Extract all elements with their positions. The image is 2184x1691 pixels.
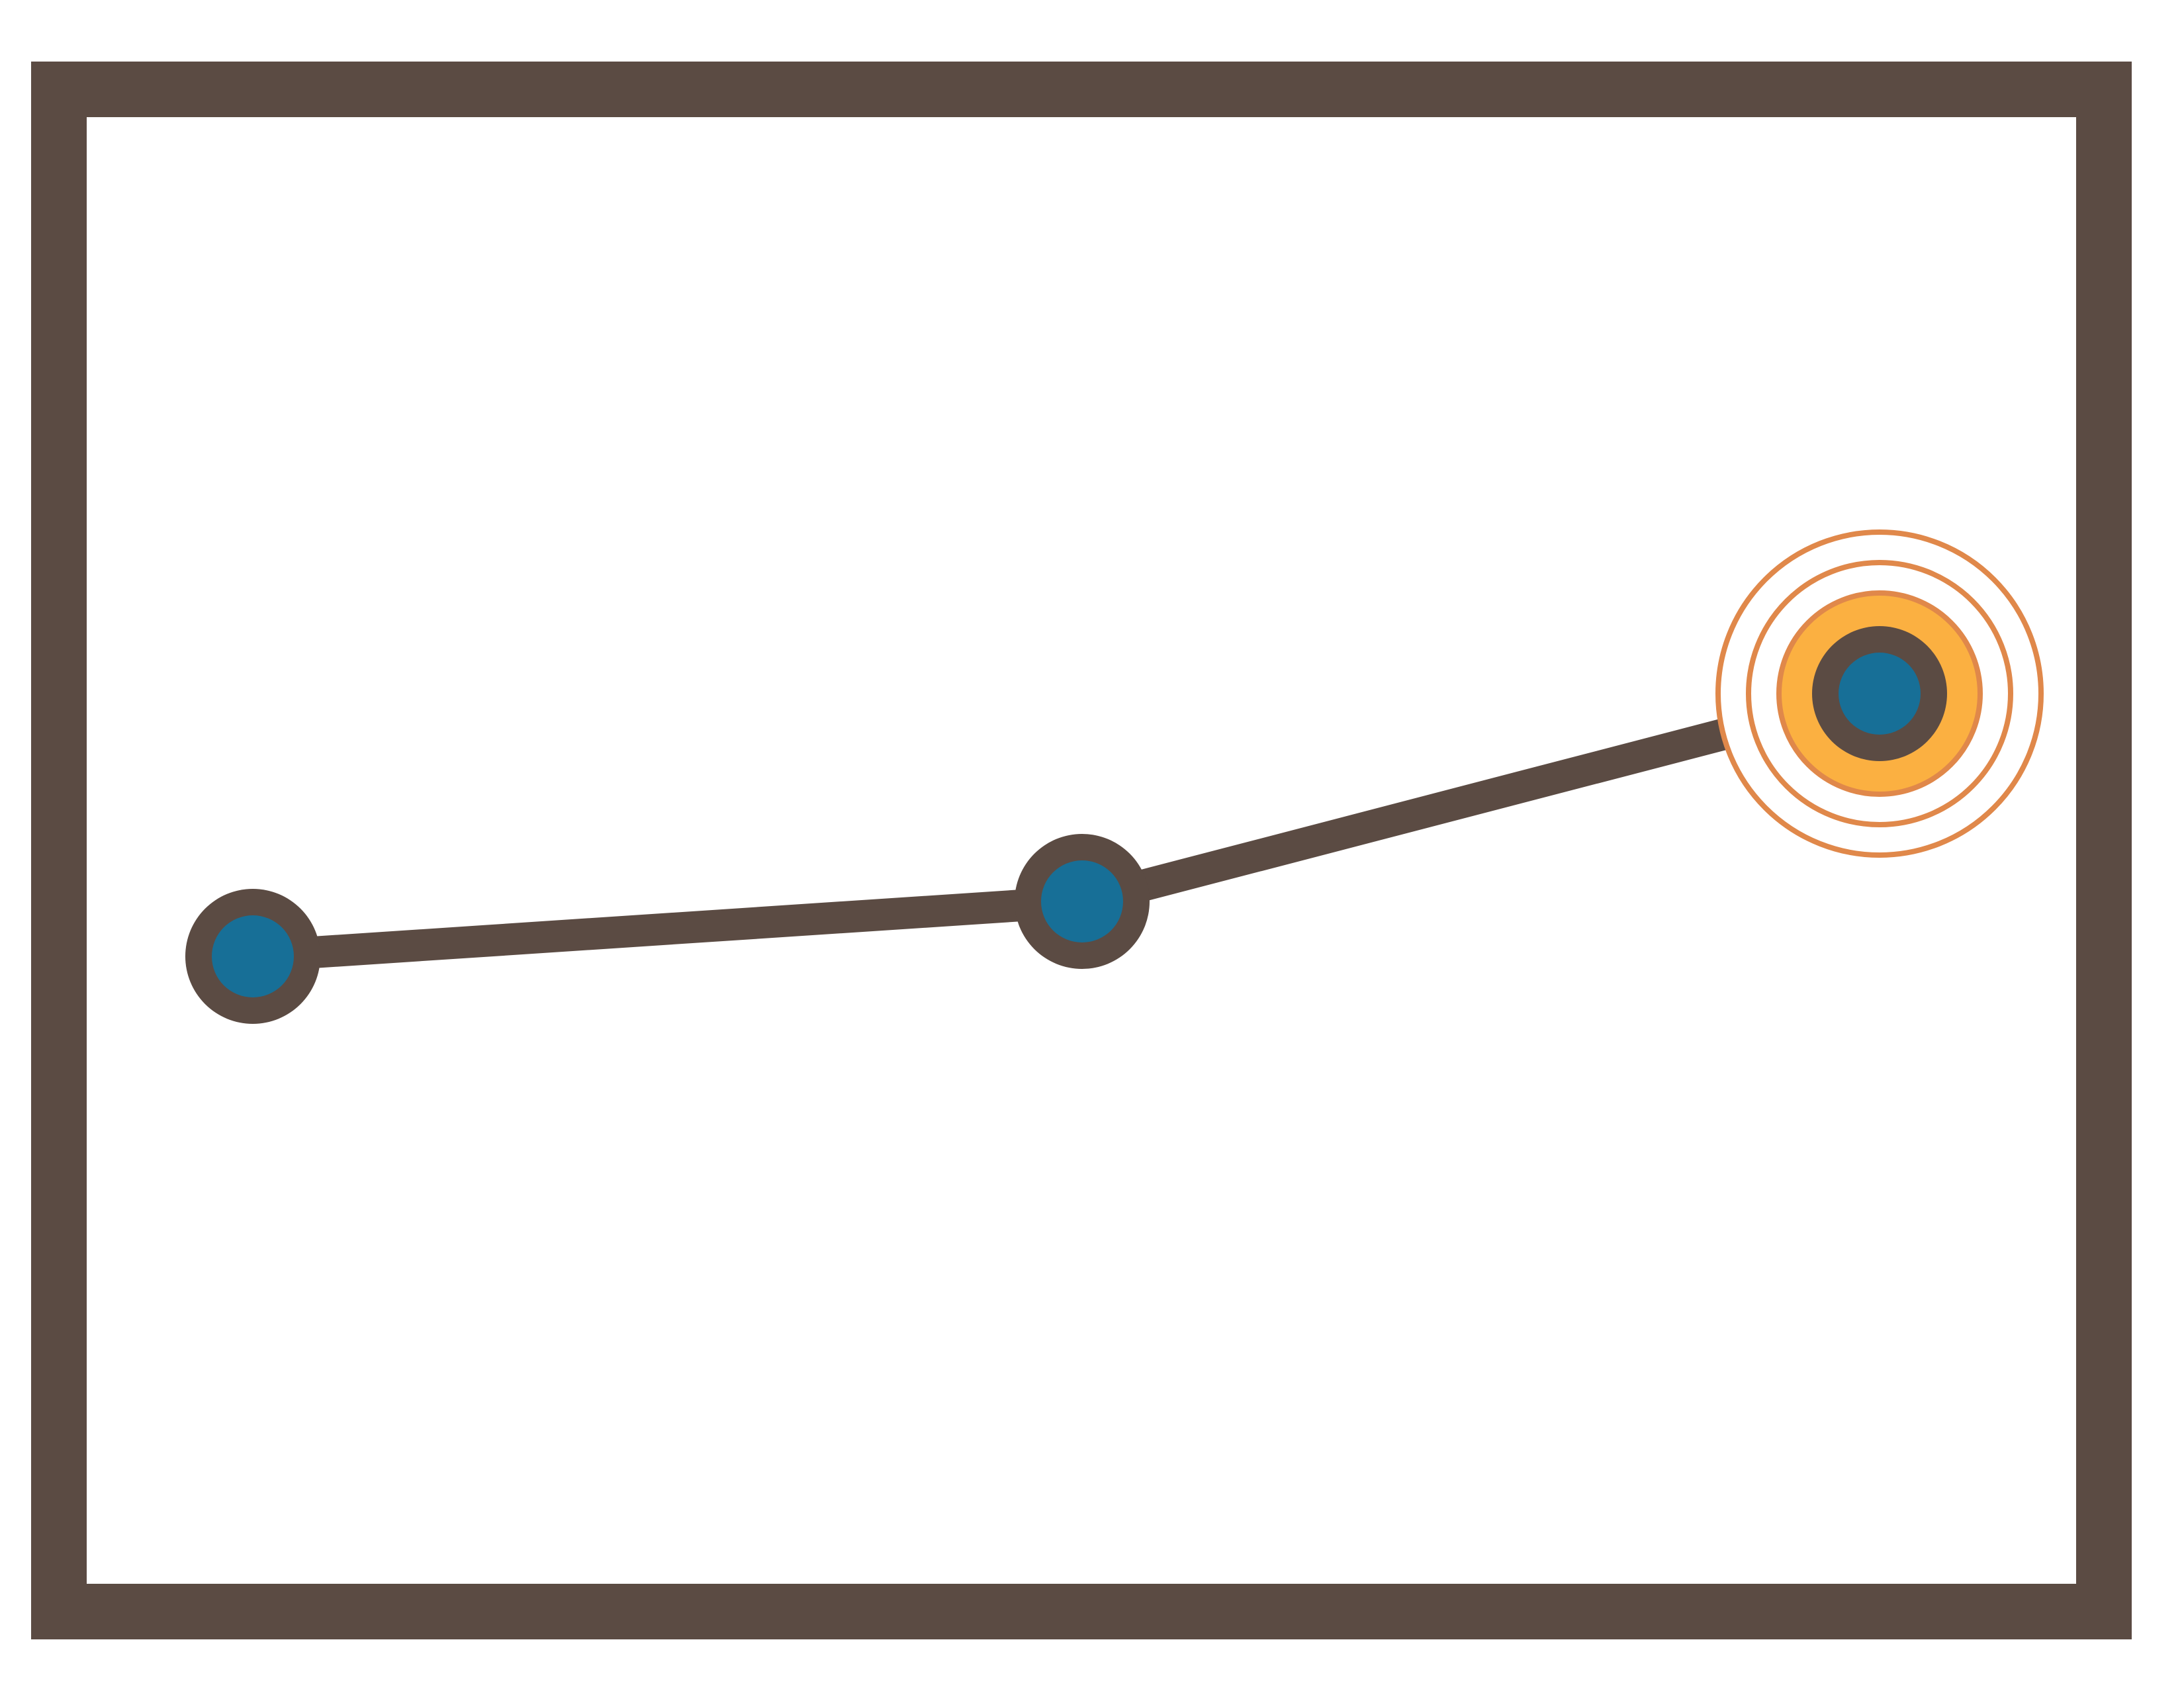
frame-border — [31, 62, 2132, 1639]
node-middle — [1041, 860, 1123, 942]
edge-start-middle — [251, 886, 1083, 972]
node-end — [1839, 653, 1921, 735]
node-start — [212, 915, 294, 997]
nodes-layer — [185, 626, 1947, 1024]
